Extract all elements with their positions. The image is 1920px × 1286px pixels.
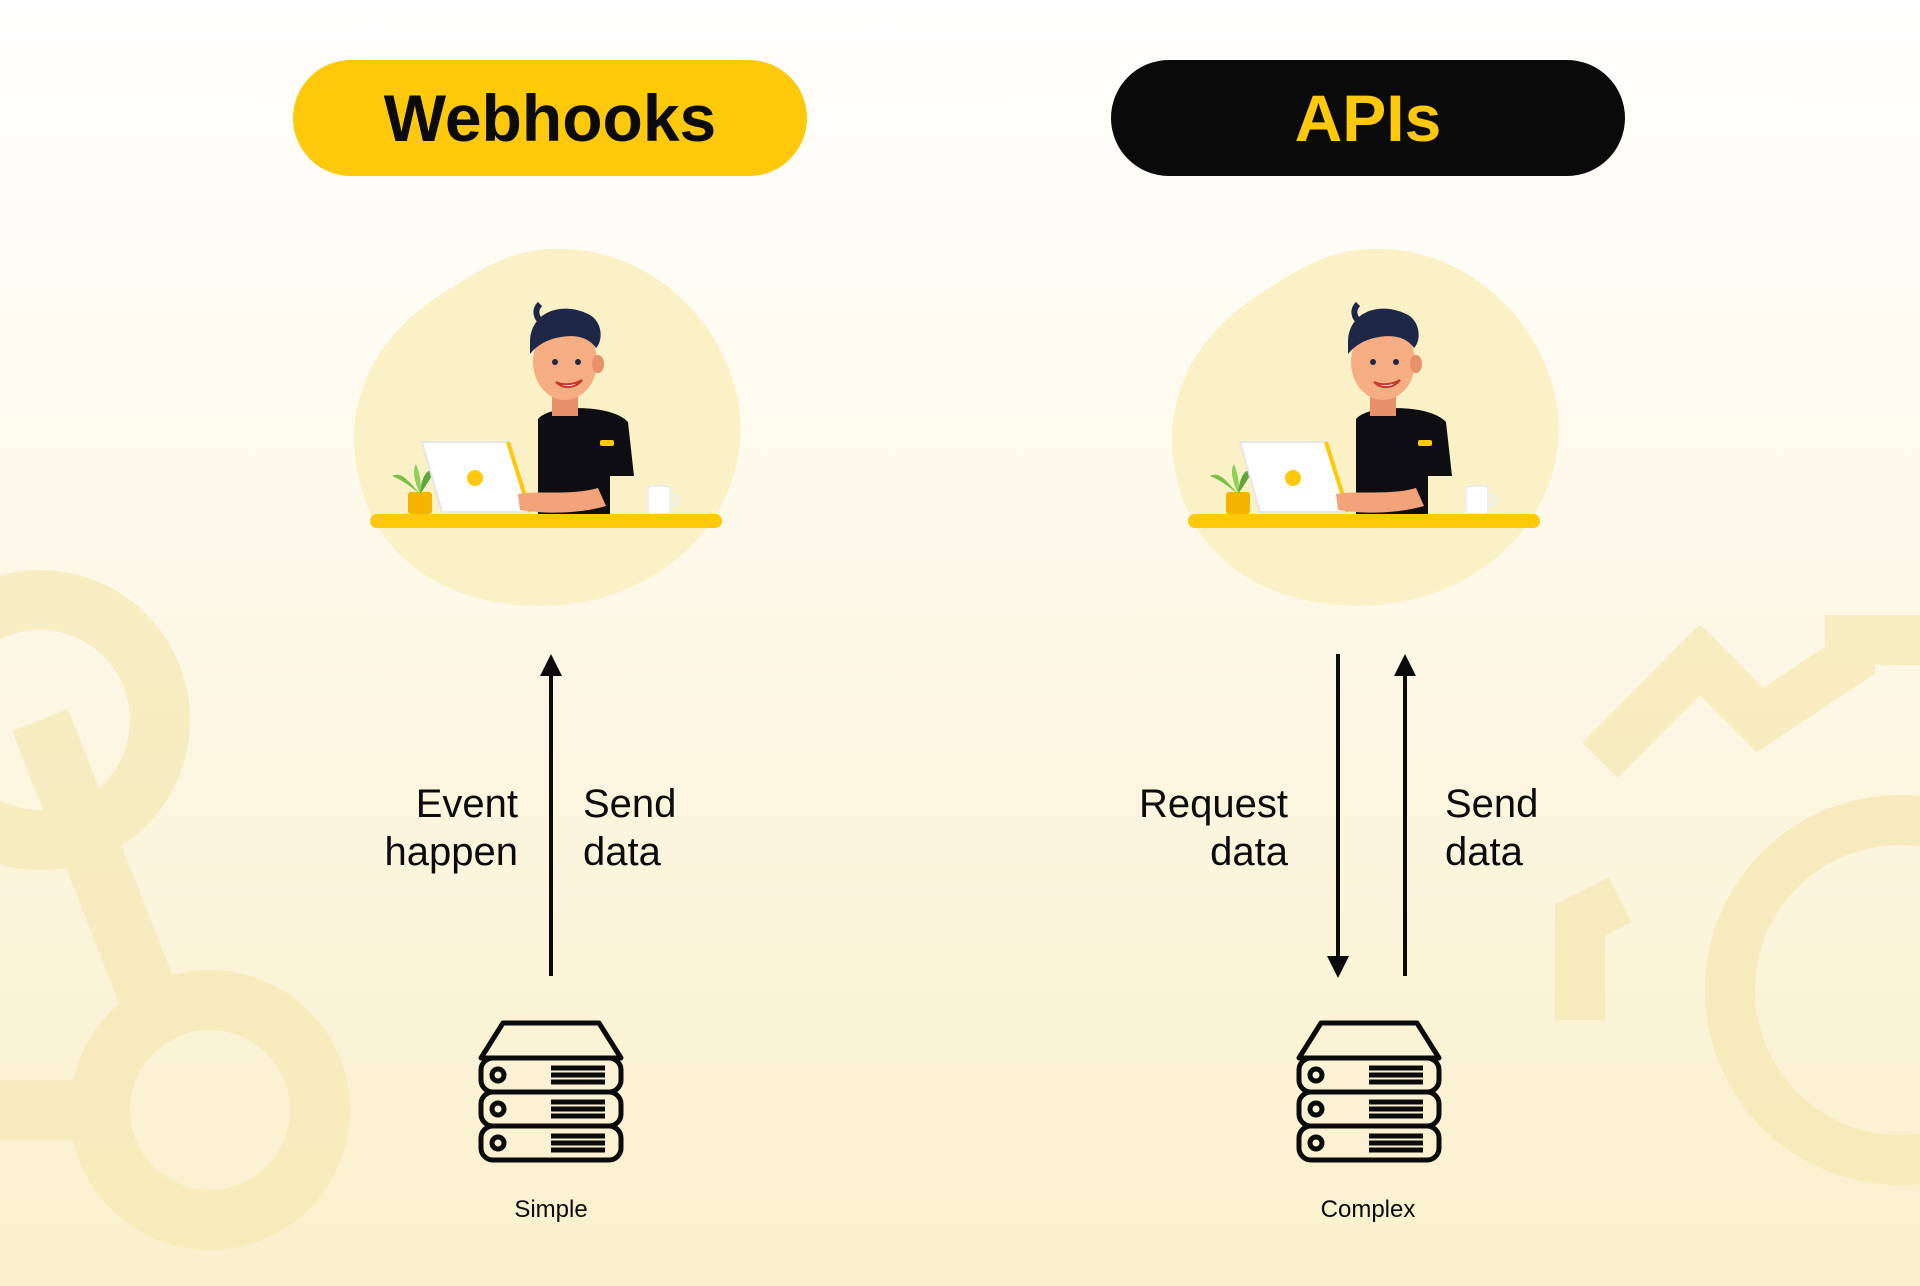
person-icon [1336,301,1452,514]
developer-illustration-webhooks [354,248,741,606]
webhook-icon [0,570,350,1250]
server-stack-icon [1296,1020,1442,1163]
gear-icon [1555,615,1920,1185]
webhooks-label-send-data: Send data [583,780,743,876]
webhooks-label-event-happen: Event happen [330,780,518,876]
apis-title: APIs [1294,81,1442,155]
apis-arrowhead-up [1394,654,1416,676]
apis-arrowhead-down [1327,956,1349,978]
plant-icon [1210,464,1254,514]
webhooks-title-pill: Webhooks [293,60,807,176]
apis-label-right-line1: Send [1445,782,1539,826]
server-stack-icon [478,1020,624,1163]
webhooks-arrowhead-up [540,654,562,676]
apis-label-left-line2: data [1210,830,1288,874]
webhooks-label-right-line2: data [583,830,661,874]
plant-icon [392,464,436,514]
apis-caption: Complex [1320,1196,1416,1223]
apis-label-right-line2: data [1445,830,1523,874]
webhooks-title: Webhooks [383,81,717,155]
desk [370,514,722,528]
webhooks-label-left-line1: Event [415,782,518,826]
apis-title-pill: APIs [1111,60,1625,176]
apis-label-send-data: Send data [1445,780,1605,876]
webhooks-label-left-line2: happen [384,830,518,874]
desk [1188,514,1540,528]
webhooks-label-right-line1: Send [583,782,677,826]
developer-illustration-apis [1172,248,1559,606]
webhooks-caption: Simple [514,1196,588,1223]
laptop-icon [1238,441,1350,513]
person-icon [518,301,634,514]
apis-label-request-data: Request data [1090,780,1288,876]
apis-label-left-line1: Request [1139,782,1288,826]
